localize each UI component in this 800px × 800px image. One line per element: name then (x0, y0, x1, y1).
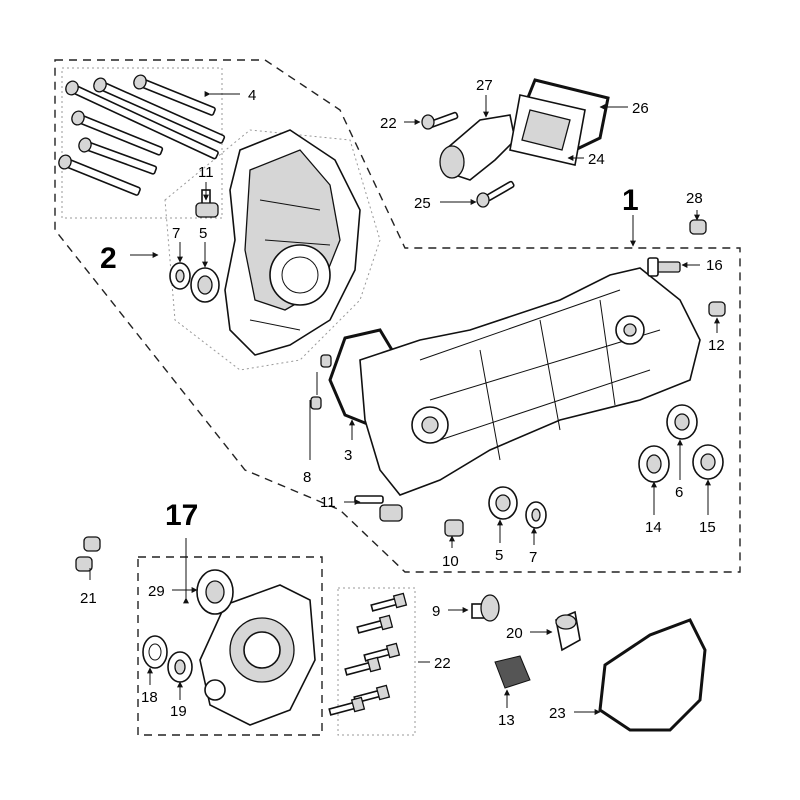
callout-21: 21 (80, 590, 97, 607)
callout-22-bottom: 22 (434, 655, 451, 672)
callout-11-bottom: 11 (320, 494, 336, 511)
callout-27: 27 (476, 77, 493, 94)
callout-24: 24 (588, 151, 605, 168)
callout-11-top: 11 (198, 164, 214, 181)
callout-12: 12 (708, 337, 725, 354)
group-outline-main (54, 59, 741, 573)
cap-part-12 (708, 301, 726, 317)
group-outline-cover-17 (137, 556, 323, 736)
callout-20: 20 (506, 625, 523, 642)
callout-16: 16 (706, 257, 723, 274)
screws-part-22-bottom (328, 592, 408, 716)
bearing-part-15 (692, 444, 724, 480)
needle-bearing-part-18 (142, 635, 168, 669)
callout-14: 14 (645, 519, 662, 536)
cap-part-10 (444, 519, 464, 537)
bearing-part-14 (638, 445, 670, 483)
bearing-part-6 (666, 404, 698, 440)
group-outline-screws-22 (337, 587, 416, 736)
callout-9: 9 (432, 603, 440, 620)
sensor-part (647, 257, 681, 277)
callout-7-top: 7 (172, 225, 180, 242)
stud-part-bottom (354, 495, 403, 522)
callout-26: 26 (632, 100, 649, 117)
seal-part-7 (525, 501, 547, 529)
callout-5-top: 5 (199, 225, 207, 242)
intake-manifold-part (439, 114, 516, 181)
callout-6: 6 (675, 484, 683, 501)
seal-part-19 (167, 651, 193, 683)
callout-25: 25 (414, 195, 431, 212)
callout-23: 23 (549, 705, 566, 722)
gasket-part-23 (598, 618, 707, 732)
callout-10: 10 (442, 553, 459, 570)
bearing-part-top (190, 267, 220, 303)
bearing-part-29 (196, 569, 234, 615)
group-label-2: 2 (100, 242, 117, 275)
screw-part-22-top (421, 111, 459, 130)
bearing-part-5 (488, 486, 518, 520)
stud-part-top (195, 189, 219, 218)
callout-19: 19 (170, 703, 187, 720)
cap-part-28 (689, 219, 707, 235)
reed-valve-part (509, 94, 586, 166)
callout-8: 8 (303, 469, 311, 486)
main-crankcase-part (359, 267, 701, 496)
callout-18: 18 (141, 689, 158, 706)
callout-7-bottom: 7 (529, 549, 537, 566)
callout-13: 13 (498, 712, 515, 729)
long-bolts-part (58, 74, 226, 196)
clutch-cover-part (199, 584, 316, 726)
callout-3: 3 (344, 447, 352, 464)
left-crankcase-part (224, 129, 361, 356)
callout-22-top: 22 (380, 115, 397, 132)
leader-lines (89, 91, 720, 715)
block-part-13 (494, 655, 531, 689)
callout-4: 4 (248, 87, 256, 104)
dowel-pins-part (310, 354, 332, 410)
group-label-1: 1 (622, 184, 639, 217)
plug-part-9 (471, 594, 500, 622)
screw-part-25 (476, 180, 515, 208)
callout-29: 29 (148, 583, 165, 600)
group-label-17: 17 (165, 499, 198, 532)
seal-part-top (169, 262, 191, 290)
callout-15: 15 (699, 519, 716, 536)
cap-part-20 (555, 610, 581, 652)
callout-5-bottom: 5 (495, 547, 503, 564)
callout-28: 28 (686, 190, 703, 207)
caps-part-21 (75, 536, 101, 572)
